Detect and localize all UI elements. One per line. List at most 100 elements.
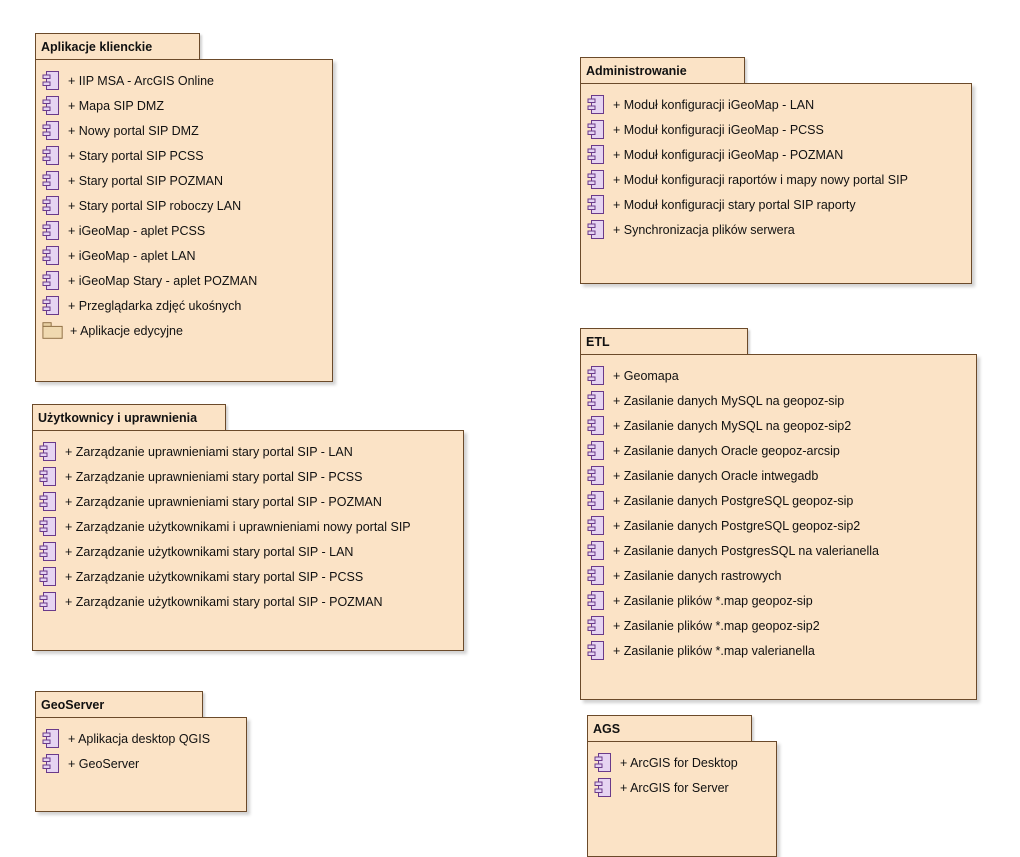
component-icon <box>39 517 56 536</box>
package-title: Użytkownicy i uprawnienia <box>32 404 226 430</box>
item-label: + Zarządzanie uprawnieniami stary portal… <box>65 444 353 459</box>
package-title: Aplikacje klienckie <box>35 33 200 59</box>
component-icon <box>42 221 59 240</box>
component-icon <box>42 754 59 773</box>
item-label: + iGeoMap - aplet LAN <box>68 248 196 263</box>
component-icon <box>587 491 604 510</box>
list-item[interactable]: + Stary portal SIP PCSS <box>36 143 332 168</box>
list-item[interactable]: + Stary portal SIP POZMAN <box>36 168 332 193</box>
component-icon <box>587 591 604 610</box>
item-label: + Przeglądarka zdjęć ukośnych <box>68 298 242 313</box>
item-label: + Zarządzanie użytkownikami stary portal… <box>65 569 364 584</box>
list-item[interactable]: + Zarządzanie uprawnieniami stary portal… <box>33 439 463 464</box>
item-label: + Zasilanie danych MySQL na geopoz-sip2 <box>613 418 852 433</box>
item-label: + GeoServer <box>68 756 140 771</box>
item-label: + Zasilanie plików *.map valerianella <box>613 643 815 658</box>
item-label: + Zasilanie danych PostgreSQL geopoz-sip <box>613 493 854 508</box>
component-icon <box>587 170 604 189</box>
item-label: + Stary portal SIP PCSS <box>68 148 204 163</box>
package-body: + Zarządzanie uprawnieniami stary portal… <box>32 430 464 651</box>
list-item[interactable]: + Zasilanie plików *.map geopoz-sip2 <box>581 613 976 638</box>
item-label: + ArcGIS for Desktop <box>620 755 738 770</box>
item-label: + Zasilanie danych PostgresSQL na valeri… <box>613 543 880 558</box>
component-icon <box>587 466 604 485</box>
package-body: + ArcGIS for Desktop + ArcGIS for Server <box>587 741 777 857</box>
component-icon <box>587 641 604 660</box>
item-label: + Zasilanie danych Oracle geopoz-arcsip <box>613 443 840 458</box>
list-item[interactable]: + Zasilanie plików *.map valerianella <box>581 638 976 663</box>
item-label: + Zarządzanie użytkownikami stary portal… <box>65 594 383 609</box>
item-label: + Zasilanie danych rastrowych <box>613 568 782 583</box>
component-icon <box>39 567 56 586</box>
list-item[interactable]: + Mapa SIP DMZ <box>36 93 332 118</box>
package-body: + Moduł konfiguracji iGeoMap - LAN + Modu… <box>580 83 972 284</box>
list-item[interactable]: + Moduł konfiguracji raportów i mapy now… <box>581 167 971 192</box>
list-item[interactable]: + Zasilanie danych MySQL na geopoz-sip2 <box>581 413 976 438</box>
list-item[interactable]: + Zasilanie danych rastrowych <box>581 563 976 588</box>
list-item[interactable]: + Geomapa <box>581 363 976 388</box>
list-item[interactable]: + Zasilanie danych PostgresSQL na valeri… <box>581 538 976 563</box>
list-item[interactable]: + ArcGIS for Server <box>588 775 776 800</box>
list-item[interactable]: + iGeoMap Stary - aplet POZMAN <box>36 268 332 293</box>
list-item[interactable]: + Zarządzanie uprawnieniami stary portal… <box>33 464 463 489</box>
list-item[interactable]: + Nowy portal SIP DMZ <box>36 118 332 143</box>
component-icon <box>39 592 56 611</box>
item-label: + Zasilanie plików *.map geopoz-sip <box>613 593 813 608</box>
list-item[interactable]: + Zasilanie danych MySQL na geopoz-sip <box>581 388 976 413</box>
item-label: + Zarządzanie uprawnieniami stary portal… <box>65 469 363 484</box>
item-label: + Moduł konfiguracji raportów i mapy now… <box>613 172 908 187</box>
list-item[interactable]: + Moduł konfiguracji iGeoMap - POZMAN <box>581 142 971 167</box>
package-title: ETL <box>580 328 748 354</box>
component-icon <box>42 196 59 215</box>
item-label: + Stary portal SIP POZMAN <box>68 173 224 188</box>
list-item[interactable]: + iGeoMap - aplet PCSS <box>36 218 332 243</box>
item-label: + Zasilanie danych Oracle intwegadb <box>613 468 819 483</box>
list-item[interactable]: + Aplikacja desktop QGIS <box>36 726 246 751</box>
item-label: + Mapa SIP DMZ <box>68 98 164 113</box>
component-icon <box>587 541 604 560</box>
list-item[interactable]: + iGeoMap - aplet LAN <box>36 243 332 268</box>
component-icon <box>587 366 604 385</box>
list-item[interactable]: + Zasilanie plików *.map geopoz-sip <box>581 588 976 613</box>
component-icon <box>39 492 56 511</box>
component-icon <box>42 171 59 190</box>
component-icon <box>587 566 604 585</box>
list-item[interactable]: + Przeglądarka zdjęć ukośnych <box>36 293 332 318</box>
list-item[interactable]: + Zarządzanie użytkownikami stary portal… <box>33 564 463 589</box>
component-icon <box>587 220 604 239</box>
list-item[interactable]: + GeoServer <box>36 751 246 776</box>
list-item[interactable]: + Synchronizacja plików serwera <box>581 217 971 242</box>
item-label: + Zasilanie danych PostgreSQL geopoz-sip… <box>613 518 861 533</box>
list-item[interactable]: + ArcGIS for Desktop <box>588 750 776 775</box>
list-item[interactable]: + Zasilanie danych PostgreSQL geopoz-sip… <box>581 513 976 538</box>
item-label: + Synchronizacja plików serwera <box>613 222 795 237</box>
list-item[interactable]: + Zarządzanie użytkownikami i uprawnieni… <box>33 514 463 539</box>
item-label: + Moduł konfiguracji iGeoMap - POZMAN <box>613 147 844 162</box>
component-icon <box>587 195 604 214</box>
item-label: + Geomapa <box>613 368 679 383</box>
list-item[interactable]: + IIP MSA - ArcGIS Online <box>36 68 332 93</box>
list-item[interactable]: + Aplikacje edycyjne <box>36 318 332 343</box>
component-icon <box>587 441 604 460</box>
component-icon <box>42 146 59 165</box>
list-item[interactable]: + Stary portal SIP roboczy LAN <box>36 193 332 218</box>
list-item[interactable]: + Zarządzanie użytkownikami stary portal… <box>33 539 463 564</box>
item-label: + Moduł konfiguracji iGeoMap - PCSS <box>613 122 824 137</box>
list-item[interactable]: + Zarządzanie uprawnieniami stary portal… <box>33 489 463 514</box>
list-item[interactable]: + Zasilanie danych PostgreSQL geopoz-sip <box>581 488 976 513</box>
package-icon <box>42 322 63 339</box>
item-label: + Aplikacje edycyjne <box>70 323 183 338</box>
package-body: + IIP MSA - ArcGIS Online + Mapa SIP DMZ +… <box>35 59 333 382</box>
item-label: + Moduł konfiguracji iGeoMap - LAN <box>613 97 815 112</box>
list-item[interactable]: + Moduł konfiguracji stary portal SIP ra… <box>581 192 971 217</box>
list-item[interactable]: + Zasilanie danych Oracle geopoz-arcsip <box>581 438 976 463</box>
list-item[interactable]: + Zarządzanie użytkownikami stary portal… <box>33 589 463 614</box>
list-item[interactable]: + Moduł konfiguracji iGeoMap - LAN <box>581 92 971 117</box>
item-label: + Zasilanie danych MySQL na geopoz-sip <box>613 393 845 408</box>
component-icon <box>594 778 611 797</box>
component-icon <box>587 616 604 635</box>
list-item[interactable]: + Zasilanie danych Oracle intwegadb <box>581 463 976 488</box>
component-icon <box>587 120 604 139</box>
list-item[interactable]: + Moduł konfiguracji iGeoMap - PCSS <box>581 117 971 142</box>
component-icon <box>42 96 59 115</box>
